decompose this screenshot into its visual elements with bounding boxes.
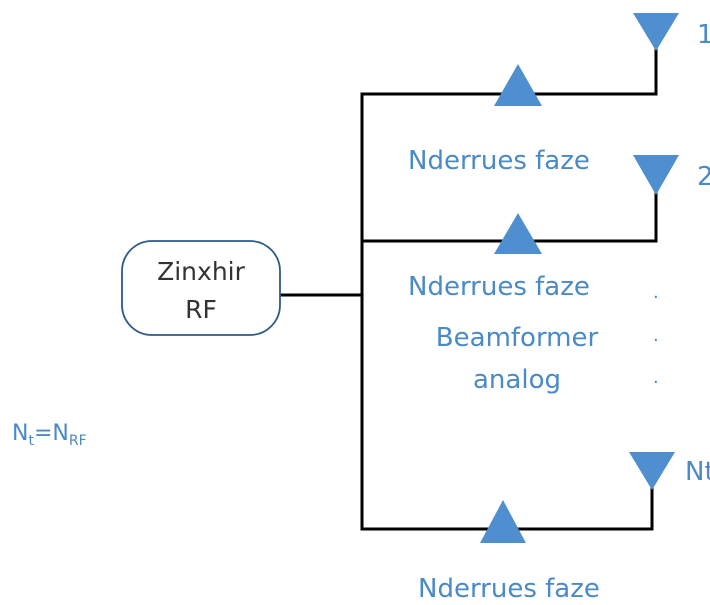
antennas <box>629 13 679 490</box>
formula-n: N <box>12 421 28 446</box>
antenna-2-label: 2 <box>697 162 710 192</box>
beamformer-label: Beamformer analog <box>436 323 599 395</box>
rf-chain-box <box>121 240 281 336</box>
beamformer-label-line2: analog <box>473 365 561 395</box>
rf-chain-label-line1: Zinxhir <box>157 257 246 286</box>
beamformer-label-line1: Beamformer <box>436 323 599 353</box>
formula-equals-n: =N <box>34 421 69 446</box>
phase-shifter-1-label: Nderrues faze <box>408 146 590 176</box>
phase-shifter-nt <box>480 500 526 543</box>
phase-shifter-2 <box>494 213 542 254</box>
antenna-1-icon <box>633 13 679 51</box>
phase-shifters <box>480 64 542 543</box>
formula-subscript-rf: RF <box>69 433 87 449</box>
antenna-labels: 1 2 Nt <box>685 20 710 487</box>
ellipsis-dot-3: . <box>653 367 659 388</box>
antenna-2-icon <box>633 155 679 195</box>
antenna-nt-label: Nt <box>685 457 710 487</box>
ellipsis-dot-1: . <box>653 282 659 303</box>
rf-chain-block: Zinxhir RF <box>121 240 281 336</box>
ellipsis-dot-2: . <box>653 325 659 346</box>
antenna-nt-icon <box>629 452 675 490</box>
vertical-ellipsis: . . . <box>653 282 659 388</box>
phase-shifter-2-label: Nderrues faze <box>408 272 590 302</box>
antenna-1-label: 1 <box>697 20 710 50</box>
phase-shifter-1 <box>494 64 542 106</box>
formula-subscript-t: t <box>28 433 34 449</box>
rf-chain-label-line2: RF <box>185 295 217 324</box>
nt-equals-nrf-formula: Nt=NRF <box>12 421 87 449</box>
phase-shifter-labels: Nderrues faze Nderrues faze Nderrues faz… <box>408 146 600 604</box>
phase-shifter-nt-label: Nderrues faze <box>418 574 600 604</box>
